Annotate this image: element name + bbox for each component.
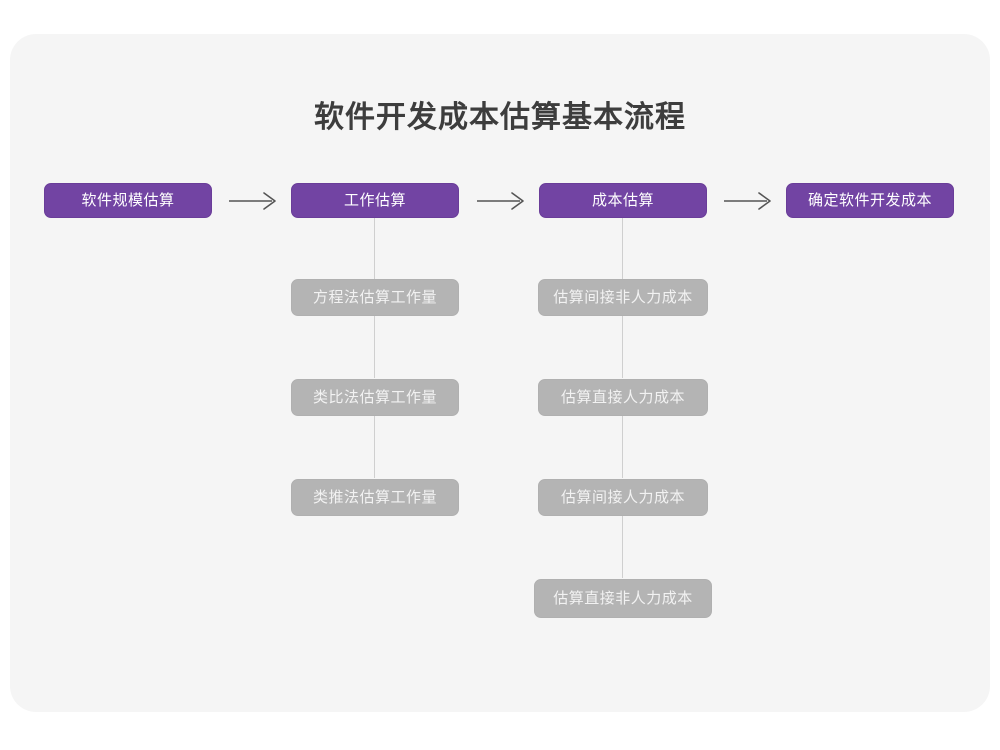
flow-node-label: 估算直接非人力成本 [553, 590, 693, 607]
flow-node-label: 方程法估算工作量 [312, 289, 437, 306]
flow-node-step-2[interactable]: 工作估算 [291, 183, 459, 218]
flow-node-cost-2[interactable]: 估算直接人力成本 [538, 379, 708, 416]
flow-node-step-3[interactable]: 成本估算 [539, 183, 707, 218]
connector-cost-4 [622, 516, 623, 578]
connector-work-3 [374, 416, 375, 478]
flow-node-label: 工作估算 [343, 192, 406, 209]
flow-node-step-4[interactable]: 确定软件开发成本 [786, 183, 954, 218]
diagram-card [10, 34, 990, 712]
flow-node-cost-4[interactable]: 估算直接非人力成本 [534, 579, 712, 618]
flow-node-cost-3[interactable]: 估算间接人力成本 [538, 479, 708, 516]
flow-node-work-3[interactable]: 类推法估算工作量 [291, 479, 459, 516]
flow-node-label: 估算直接人力成本 [560, 389, 685, 406]
connector-work-2 [374, 316, 375, 378]
flow-node-label: 成本估算 [591, 192, 654, 209]
arrow-right-icon-2 [476, 189, 528, 213]
flow-node-label: 软件规模估算 [81, 192, 175, 209]
flow-node-step-1[interactable]: 软件规模估算 [44, 183, 212, 218]
flow-node-label: 估算间接非人力成本 [553, 289, 693, 306]
flow-node-work-1[interactable]: 方程法估算工作量 [291, 279, 459, 316]
flow-node-label: 类比法估算工作量 [312, 389, 437, 406]
flow-node-cost-1[interactable]: 估算间接非人力成本 [538, 279, 708, 316]
arrow-right-icon-1 [228, 189, 280, 213]
flow-node-label: 类推法估算工作量 [312, 489, 437, 506]
connector-cost-3 [622, 416, 623, 478]
flow-node-label: 估算间接人力成本 [560, 489, 685, 506]
connector-cost-1 [622, 217, 623, 279]
connector-cost-2 [622, 316, 623, 378]
arrow-right-icon-3 [723, 189, 775, 213]
connector-work-1 [374, 217, 375, 279]
page-title: 软件开发成本估算基本流程 [314, 101, 686, 134]
flow-node-label: 确定软件开发成本 [807, 192, 932, 209]
flow-node-work-2[interactable]: 类比法估算工作量 [291, 379, 459, 416]
